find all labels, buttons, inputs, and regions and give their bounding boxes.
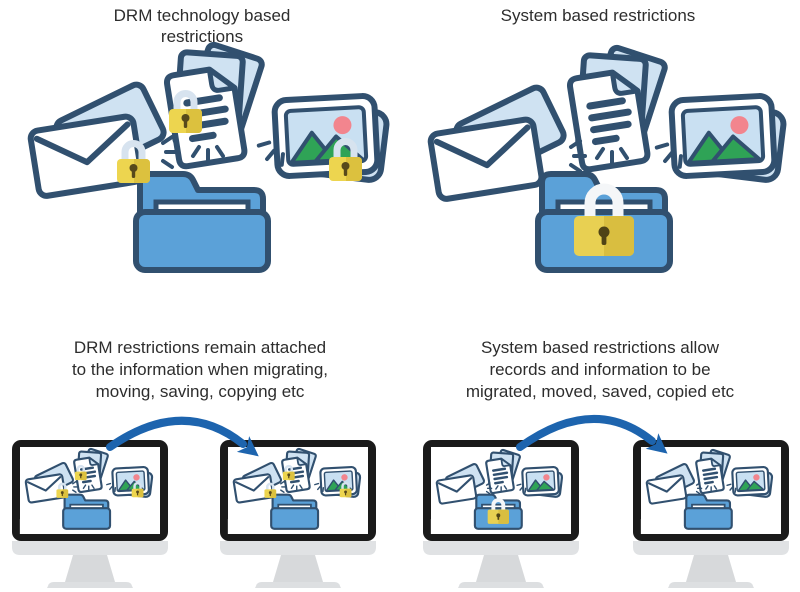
monitor-system-target xyxy=(633,440,789,588)
caption-line: migrated, moved, saved, copied etc xyxy=(465,382,735,401)
transfer-arrow-left xyxy=(106,416,259,457)
transfer-arrow-right xyxy=(516,414,668,454)
caption-line: moving, saving, copying etc xyxy=(95,382,305,401)
drm-scene-large xyxy=(30,43,388,270)
drm-bottom-caption: DRM restrictions remain attached to the … xyxy=(2,337,398,403)
caption-line: System based restrictions allow xyxy=(480,338,720,357)
caption-line: DRM restrictions remain attached xyxy=(73,338,327,357)
system-scene-large xyxy=(430,46,785,270)
caption-line: to the information when migrating, xyxy=(71,360,329,379)
drm-top-title: DRM technology based restrictions xyxy=(0,5,404,47)
monitor-drm-source xyxy=(12,440,168,588)
title-line: DRM technology based xyxy=(113,6,291,25)
system-bottom-caption: System based restrictions allow records … xyxy=(402,337,798,403)
title-line: System based restrictions xyxy=(500,6,696,25)
title-line: restrictions xyxy=(160,27,244,46)
system-top-title: System based restrictions xyxy=(400,5,796,26)
monitor-drm-target xyxy=(220,440,376,588)
caption-line: records and information to be xyxy=(489,360,711,379)
monitor-system-source xyxy=(423,440,579,588)
